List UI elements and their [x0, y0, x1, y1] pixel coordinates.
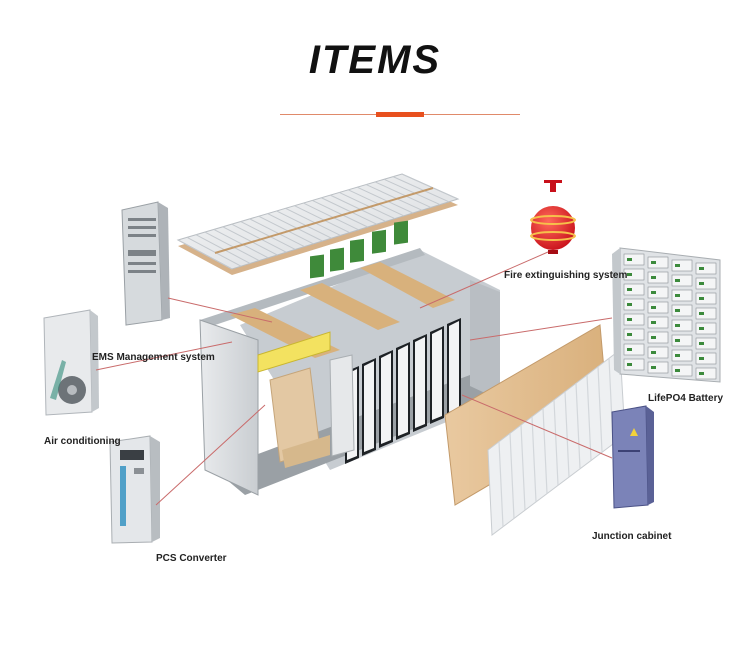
label-junction-cabinet: Junction cabinet	[592, 531, 672, 542]
side-wall-panels	[444, 324, 626, 536]
label-ems-management: EMS Management system	[92, 352, 215, 363]
label-pcs-converter: PCS Converter	[156, 553, 227, 564]
junction-cabinet-icon	[611, 405, 654, 509]
container-body	[199, 220, 500, 496]
fire-extinguisher-ball-icon	[530, 180, 576, 254]
title-accent-bar	[376, 112, 424, 117]
battery-rack-icon	[612, 247, 721, 383]
container-exploded-diagram: EMS Management system Air conditioning P…	[0, 150, 750, 620]
inverter-cabinet-icon	[109, 435, 160, 544]
page-title: ITEMS	[308, 38, 442, 82]
ems-cabinet-icon	[121, 201, 170, 326]
diagram-artwork	[43, 173, 721, 544]
label-lifepo4-battery: LifePO4 Battery	[648, 393, 724, 404]
label-fire-extinguishing: Fire extinguishing system	[504, 270, 628, 281]
roof-panel	[176, 173, 460, 275]
label-air-conditioning: Air conditioning	[44, 436, 121, 447]
air-conditioner-icon	[43, 309, 99, 416]
leader-lines	[95, 251, 613, 506]
